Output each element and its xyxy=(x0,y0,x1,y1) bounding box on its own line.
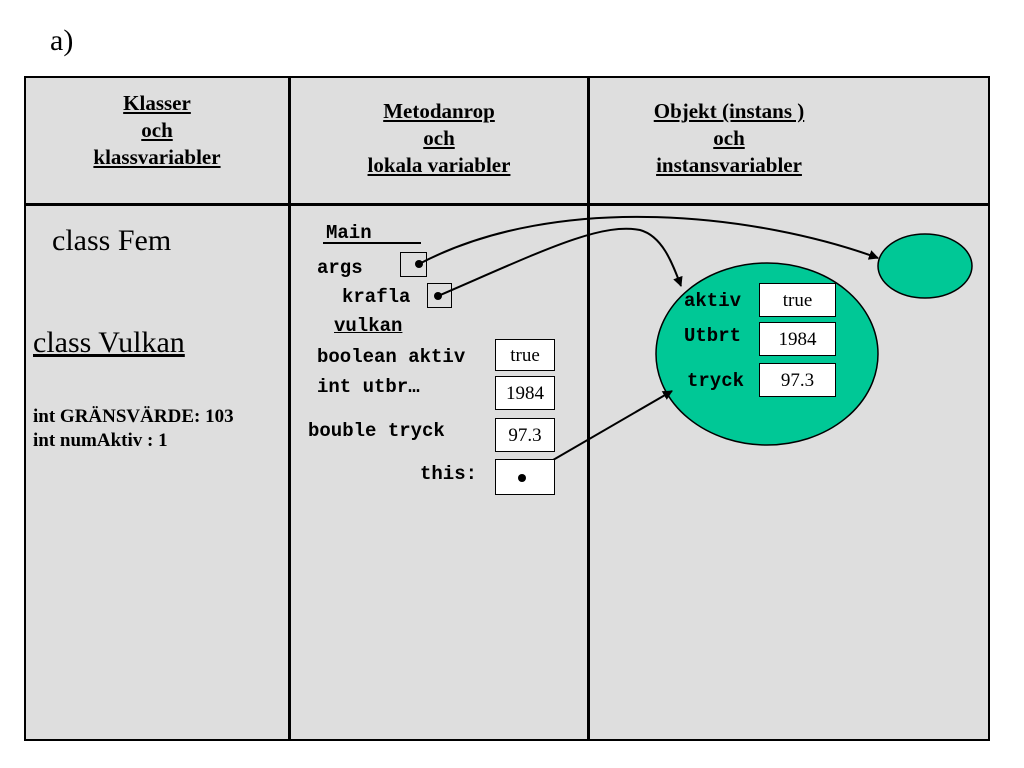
krafla-dot xyxy=(434,292,442,300)
stack-utbr-label: int utbr… xyxy=(317,376,420,398)
stack-aktiv-value: true xyxy=(495,339,555,371)
stack-tryck-value: 97.3 xyxy=(495,418,555,452)
stack-utbr-value: 1984 xyxy=(495,376,555,410)
args-dot xyxy=(415,260,423,268)
stack-vulkan: vulkan xyxy=(334,315,403,337)
class-var-numaktiv: int numAktiv : 1 xyxy=(33,430,168,451)
object-aktiv-label: aktiv xyxy=(684,290,742,312)
stack-this-label: this: xyxy=(420,463,478,485)
args-ref-box xyxy=(400,252,427,277)
header-methods-line1: Metodanrop xyxy=(383,99,495,123)
header-objects-line1: Objekt (instans ) xyxy=(653,99,805,123)
object-utbrt-label: Utbrt xyxy=(684,325,742,347)
figure-label: a) xyxy=(50,24,74,57)
stack-args: args xyxy=(317,257,363,279)
args-arrow xyxy=(418,215,879,265)
stack-tryck-label: bouble tryck xyxy=(308,420,445,442)
column-divider-2 xyxy=(587,76,590,741)
header-objects-line3: instansvariabler xyxy=(656,153,802,177)
this-ref-box xyxy=(495,459,555,495)
object-aktiv-value: true xyxy=(759,283,836,317)
header-methods-line3: lokala variabler xyxy=(367,153,511,177)
object-tryck-label: tryck xyxy=(687,370,745,392)
header-classes-line2: och xyxy=(141,118,173,142)
krafla-ref-box xyxy=(427,283,452,308)
header-objects: Objekt (instans ) och instansvariabler xyxy=(590,98,868,179)
object-utbrt-value: 1984 xyxy=(759,322,836,356)
args-array-ellipse xyxy=(877,233,973,299)
header-classes-line3: klassvariabler xyxy=(93,145,221,169)
column-divider-1 xyxy=(288,76,291,741)
header-divider xyxy=(24,203,990,206)
header-classes-line1: Klasser xyxy=(123,91,191,115)
header-objects-line2: och xyxy=(713,126,745,150)
stack-aktiv-label: boolean aktiv xyxy=(317,346,466,368)
stack-main: Main xyxy=(326,222,372,244)
header-methods-line2: och xyxy=(423,126,455,150)
class-var-gransvarde: int GRÄNSVÄRDE: 103 xyxy=(33,406,234,427)
class-vulkan: class Vulkan xyxy=(33,326,185,359)
stack-krafla: krafla xyxy=(342,286,411,308)
header-classes: Klasser och klassvariabler xyxy=(26,90,288,171)
class-fem: class Fem xyxy=(52,224,172,257)
krafla-arrow xyxy=(437,227,683,297)
header-methods: Metodanrop och lokala variabler xyxy=(291,98,587,179)
object-tryck-value: 97.3 xyxy=(759,363,836,397)
